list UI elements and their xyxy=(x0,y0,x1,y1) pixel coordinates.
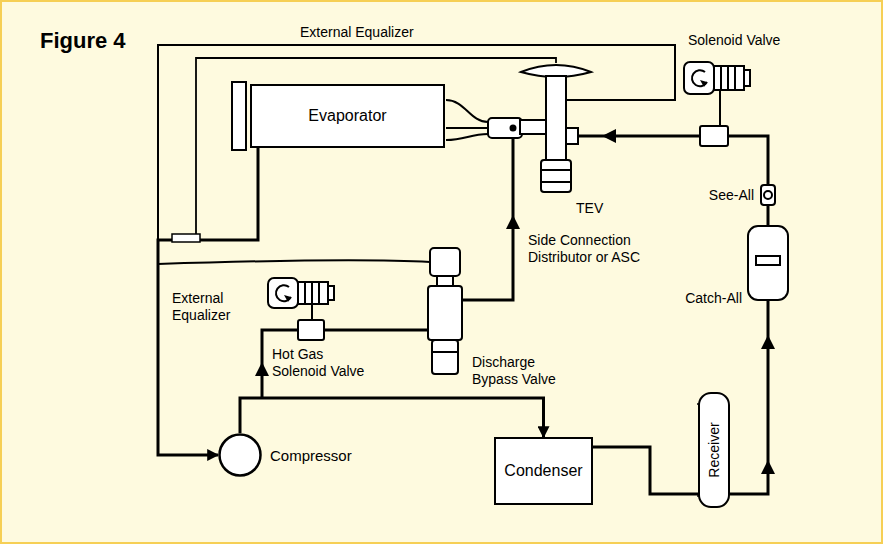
hot-gas-solenoid-valve xyxy=(298,320,324,340)
tev-valve xyxy=(541,160,571,192)
discharge-bypass-valve xyxy=(428,286,462,340)
hot-gas-solenoid-valve xyxy=(276,285,291,301)
filter-drier xyxy=(748,226,788,300)
evaporator-header xyxy=(232,82,246,150)
external-equalizer-line xyxy=(158,45,675,240)
discharge-bypass-valve xyxy=(428,248,462,374)
flow-arrows xyxy=(506,215,520,229)
hot-gas-line xyxy=(262,330,428,398)
distributor xyxy=(488,118,522,138)
hot-gas-solenoid-valve xyxy=(318,282,320,304)
node-label: Compressor xyxy=(270,447,352,464)
equalizer-label: External Equalizer xyxy=(300,24,414,41)
liquid-solenoid-valve xyxy=(684,62,714,94)
filter-drier xyxy=(756,256,780,265)
bypass-equalizer-line xyxy=(158,260,430,264)
equalizer-label: External Equalizer xyxy=(172,290,250,324)
filter-drier xyxy=(748,226,788,300)
hot-gas-solenoid-valve xyxy=(268,278,334,340)
discharge-bypass-valve xyxy=(432,340,458,374)
valve-label: Hot Gas Solenoid Valve xyxy=(272,346,378,380)
hot-gas-solenoid-valve xyxy=(311,304,313,320)
discharge-bypass-valve xyxy=(430,248,460,276)
external-equalizer-line xyxy=(158,45,675,240)
tev-valve xyxy=(520,120,546,134)
refrigerant-line xyxy=(158,148,258,455)
sensing-bulb xyxy=(172,234,200,242)
valve-label: Discharge Bypass Valve xyxy=(472,354,570,388)
sight-glass xyxy=(764,191,772,199)
distributor xyxy=(488,118,522,138)
liquid-solenoid-valve xyxy=(719,90,721,126)
flow-arrows xyxy=(761,460,775,474)
hot-gas-solenoid-valve xyxy=(284,295,291,302)
liquid-solenoid-valve xyxy=(744,70,750,86)
distributor-tubes xyxy=(446,100,488,122)
evaporator-box: Evaporator xyxy=(250,84,445,148)
hot-gas-line xyxy=(324,329,428,332)
sensing-bulb xyxy=(172,234,200,242)
bypass-line xyxy=(462,138,513,300)
liquid-solenoid-valve xyxy=(714,66,744,90)
liquid-solenoid-valve xyxy=(700,80,707,87)
liquid-solenoid-valve xyxy=(700,126,728,146)
part-label: See-All xyxy=(672,187,754,204)
liquid-solenoid-valve xyxy=(727,66,729,90)
flow-arrows xyxy=(602,129,616,143)
condenser-box: Condenser xyxy=(494,437,592,505)
bypass-line xyxy=(462,138,513,300)
hot-gas-solenoid-valve xyxy=(268,278,298,308)
liquid-solenoid-valve xyxy=(684,62,750,146)
hot-gas-solenoid-valve xyxy=(328,286,334,300)
hot-gas-solenoid-valve xyxy=(304,282,306,304)
compressor-symbol: Compressor xyxy=(218,433,262,477)
part-label: Catch-All xyxy=(640,290,742,307)
tev-valve xyxy=(520,65,591,192)
discharge-bypass-valve xyxy=(437,276,453,286)
distributor-tubes xyxy=(446,100,488,140)
bulb-capillary xyxy=(196,58,556,234)
liquid-line xyxy=(578,136,768,494)
receiver-seam xyxy=(697,403,699,405)
flow-arrows xyxy=(255,129,775,474)
liquid-solenoid-valve xyxy=(720,66,722,90)
receiver-tank: Receiver xyxy=(698,392,730,508)
flow-arrows xyxy=(255,362,269,376)
receiver-seam xyxy=(697,495,699,497)
liquid-solenoid-valve xyxy=(734,66,736,90)
receiver-outline xyxy=(699,393,729,507)
sight-glass xyxy=(761,185,775,205)
figure-title: Figure 4 xyxy=(40,28,126,54)
valve-label: TEV xyxy=(576,200,603,217)
distributor-tubes xyxy=(446,127,488,129)
tev-valve xyxy=(546,76,566,160)
discharge-bypass-valve xyxy=(432,351,458,353)
liquid-line xyxy=(578,136,768,494)
hot-gas-solenoid-valve xyxy=(311,282,313,304)
tev-valve xyxy=(541,169,571,171)
bypass-equalizer-line xyxy=(158,260,430,264)
sight-glass xyxy=(761,185,775,205)
bulb-capillary xyxy=(196,58,556,234)
node-label: Receiver xyxy=(706,422,722,477)
part-label: Side Connection Distributor or ASC xyxy=(528,232,668,266)
valve-label: Solenoid Valve xyxy=(688,32,780,49)
node-label: Evaporator xyxy=(308,107,386,125)
distributor xyxy=(511,126,516,131)
refrigerant-line xyxy=(240,398,544,437)
evaporator-header xyxy=(232,82,246,150)
compressor-outline xyxy=(218,433,262,477)
refrigerant-line xyxy=(593,447,698,494)
hot-gas-solenoid-valve xyxy=(298,282,328,304)
distributor-tubes xyxy=(446,134,488,140)
compressor-outline xyxy=(220,435,261,476)
node-label: Condenser xyxy=(504,462,582,480)
liquid-solenoid-valve xyxy=(692,70,707,86)
tev-valve xyxy=(566,128,578,144)
tev-valve xyxy=(541,181,571,183)
flow-arrows xyxy=(761,335,775,349)
